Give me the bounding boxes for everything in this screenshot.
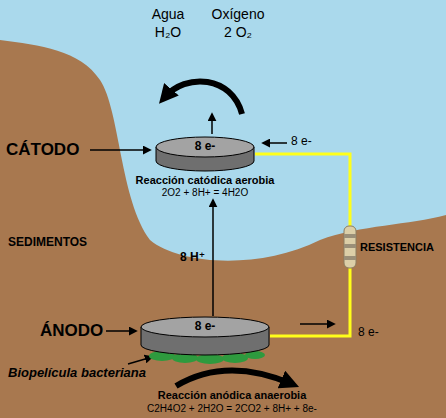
reaction-equation: C2H4O2 + 2H2O = 2CO2 + 8H+ + 8e- [147,403,317,415]
cathode-disc: 8 e- Reacción catódica aerobia2O2 + 8H+ =… [132,136,279,198]
oxygen-label: Oxígeno [212,6,265,22]
reaction-equation: 2O2 + 8H+ = 4H2O [162,187,248,199]
electron-label: 8 e- [358,326,379,340]
biofilm-label: Biopelícula bacteriana [8,366,146,381]
resistor-symbol [344,226,356,268]
electron-flow-arrow [263,142,287,144]
electron-arrow [211,114,213,134]
biofilm-pointer [128,357,152,364]
electron-label: 8 e- [195,320,216,334]
anode-disc: 8 e- [140,316,270,358]
resistor-label: RESISTENCIA [360,241,434,254]
formula: 2 O₂ [224,24,252,40]
sediment-label: SEDIMENTOS [8,236,87,250]
proton-arrow [212,200,214,316]
anode-label: ÁNODO [40,321,103,341]
reaction-title: Reacción catódica aerobia [136,174,275,187]
sediment [0,40,446,418]
anode-pointer [106,330,136,332]
cathode-pointer [90,149,150,151]
water-oxygen-arrow [164,81,242,114]
reaction-title: Reacción anódica anaerobia [158,389,307,402]
electron-label: 8 e- [195,140,216,154]
proton-label: 8 H⁺ [180,251,205,265]
cathode-label: CÁTODO [6,140,79,160]
electron-flow-arrow [300,323,334,325]
formula: H₂O [155,24,181,40]
substrate-arrow [176,370,292,386]
water-label: Agua [152,6,185,22]
electron-label: 8 e- [291,135,312,149]
